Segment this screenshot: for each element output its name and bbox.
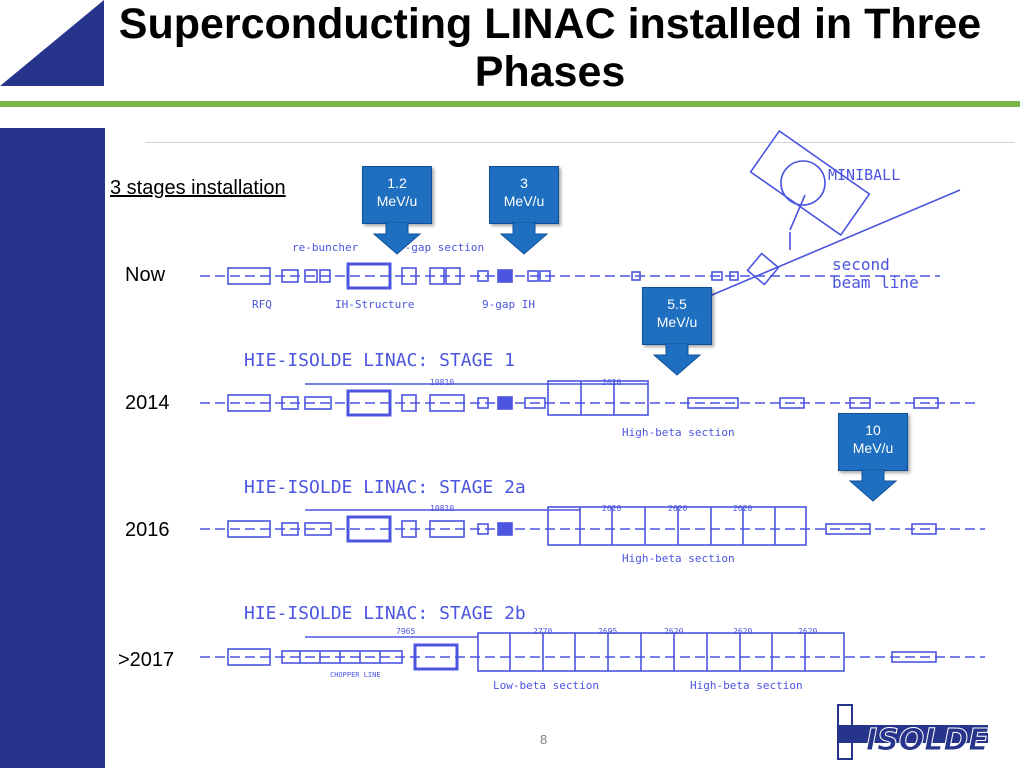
dim-2620-s2a-3: 2620 — [733, 504, 752, 513]
row-label-2017: >2017 — [118, 649, 175, 671]
left-sidebar-bar — [0, 128, 105, 768]
isolde-logo: ISOLDE — [837, 704, 990, 760]
callout-value: 3 — [520, 175, 528, 191]
label-rfq: RFQ — [252, 298, 272, 311]
callout-value: 1.2 — [387, 175, 407, 191]
label-chopper-line: CHOPPER LINE — [330, 671, 381, 679]
stage1-title: HIE-ISOLDE LINAC: STAGE 1 — [244, 350, 515, 371]
callout-unit: MeV/u — [376, 193, 418, 209]
label-beam-line: beam line — [832, 273, 919, 292]
row-label-2014: 2014 — [125, 392, 170, 414]
label-high-beta-s1: High-beta section — [622, 426, 735, 439]
content-divider — [145, 142, 1015, 143]
page-number: 8 — [540, 732, 548, 747]
callout-value: 5.5 — [667, 296, 687, 312]
arrow-down-icon — [499, 222, 549, 255]
dim-2695: 2695 — [598, 627, 617, 636]
dim-10810-s2a: 10810 — [430, 504, 454, 513]
logo-text: ISOLDE — [866, 723, 989, 758]
dim-2620-s2b-1: 2620 — [664, 627, 683, 636]
label-9gap: 9-gap IH — [482, 298, 535, 311]
label-high-beta-s2a: High-beta section — [622, 552, 735, 565]
dim-10810-s1: 10810 — [430, 378, 454, 387]
label-miniball: MINIBALL — [828, 166, 900, 184]
stages-heading: 3 stages installation — [110, 177, 286, 199]
callout-unit: MeV/u — [852, 440, 894, 456]
callout-unit: MeV/u — [503, 193, 545, 209]
label-gap-section: 7-gap section — [398, 241, 484, 254]
callout-unit: MeV/u — [656, 314, 698, 330]
arrow-down-icon — [372, 222, 422, 255]
dim-2770: 2770 — [533, 627, 552, 636]
label-high-beta-s2b: High-beta section — [690, 679, 803, 692]
dim-2620-s2a-1: 2620 — [602, 504, 621, 513]
slide-title: Superconducting LINAC installed in Three… — [118, 0, 982, 96]
label-low-beta: Low-beta section — [493, 679, 599, 692]
dim-2620-s1: 2620 — [602, 378, 621, 387]
arrow-down-icon — [848, 469, 898, 502]
dim-7965: 7965 — [396, 627, 415, 636]
stage2b-title: HIE-ISOLDE LINAC: STAGE 2b — [244, 603, 526, 624]
title-underline — [0, 101, 1020, 107]
row-label-2016: 2016 — [125, 519, 170, 541]
row-label-now: Now — [125, 264, 166, 286]
label-ih-structure: IH-Structure — [335, 298, 414, 311]
dim-2620-s2b-3: 2620 — [798, 627, 817, 636]
label-rebuncher: re-buncher — [292, 241, 359, 254]
stage2a-title: HIE-ISOLDE LINAC: STAGE 2a — [244, 477, 526, 498]
callout-value: 10 — [865, 422, 881, 438]
arrow-down-icon — [652, 343, 702, 376]
dim-2620-s2a-2: 2620 — [668, 504, 687, 513]
label-second: second — [832, 255, 890, 274]
corner-triangle — [0, 0, 104, 86]
dim-2620-s2b-2: 2620 — [733, 627, 752, 636]
